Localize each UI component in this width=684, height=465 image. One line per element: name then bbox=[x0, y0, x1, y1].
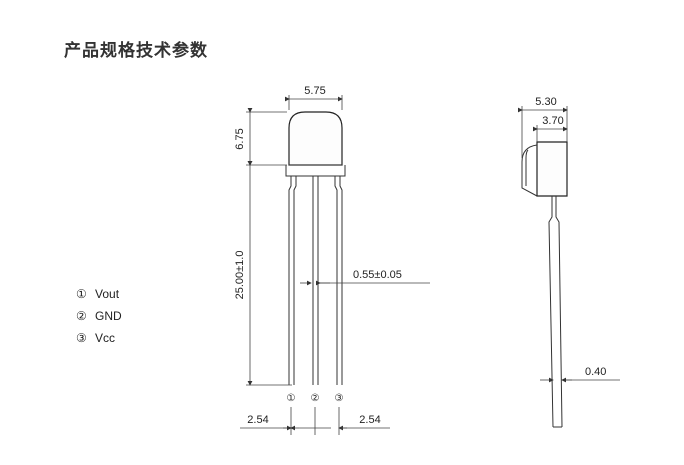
pitch-left-label: 2.54 bbox=[247, 414, 268, 426]
legend-item-gnd: ② GND bbox=[76, 309, 122, 323]
legend-item-vcc: ③ Vcc bbox=[76, 331, 115, 345]
side-body bbox=[536, 141, 568, 197]
side-view: 5.30 3.70 0.40 bbox=[518, 96, 620, 428]
pin-legend: ① Vout ② GND ③ Vcc bbox=[76, 287, 122, 345]
page-title: 产品规格技术参数 bbox=[64, 41, 208, 61]
total-depth-label: 5.30 bbox=[535, 96, 556, 108]
legend-item-vout: ① Vout bbox=[76, 287, 120, 301]
sensor-body bbox=[288, 111, 343, 166]
lead-thickness-label: 0.40 bbox=[585, 366, 606, 378]
lens-depth-label: 3.70 bbox=[542, 115, 563, 127]
legend-label-vcc: Vcc bbox=[95, 331, 115, 345]
lead-1 bbox=[288, 176, 297, 385]
side-lead bbox=[548, 196, 563, 428]
legend-label-vout: Vout bbox=[95, 287, 120, 301]
body-width-label: 5.75 bbox=[304, 85, 325, 97]
lead-length-label: 25.00±1.0 bbox=[234, 251, 246, 300]
pin-1-marker: ① bbox=[287, 393, 296, 404]
lead-3 bbox=[334, 176, 343, 385]
lead-width-label: 0.55±0.05 bbox=[353, 269, 402, 281]
pin-2-marker: ② bbox=[311, 393, 320, 404]
pin-markers: ① ② ③ bbox=[287, 393, 344, 404]
body-height-label: 6.75 bbox=[234, 128, 246, 149]
legend-num-3: ③ bbox=[76, 331, 87, 345]
legend-num-1: ① bbox=[76, 287, 87, 301]
legend-label-gnd: GND bbox=[95, 309, 122, 323]
lead-2 bbox=[312, 176, 319, 385]
legend-num-2: ② bbox=[76, 309, 87, 323]
front-view: 5.75 6.75 25.00±1.0 0.55±0.05 ① ② ③ 2.54 bbox=[234, 85, 430, 435]
pin-3-marker: ③ bbox=[335, 393, 344, 404]
pitch-right-label: 2.54 bbox=[359, 414, 380, 426]
